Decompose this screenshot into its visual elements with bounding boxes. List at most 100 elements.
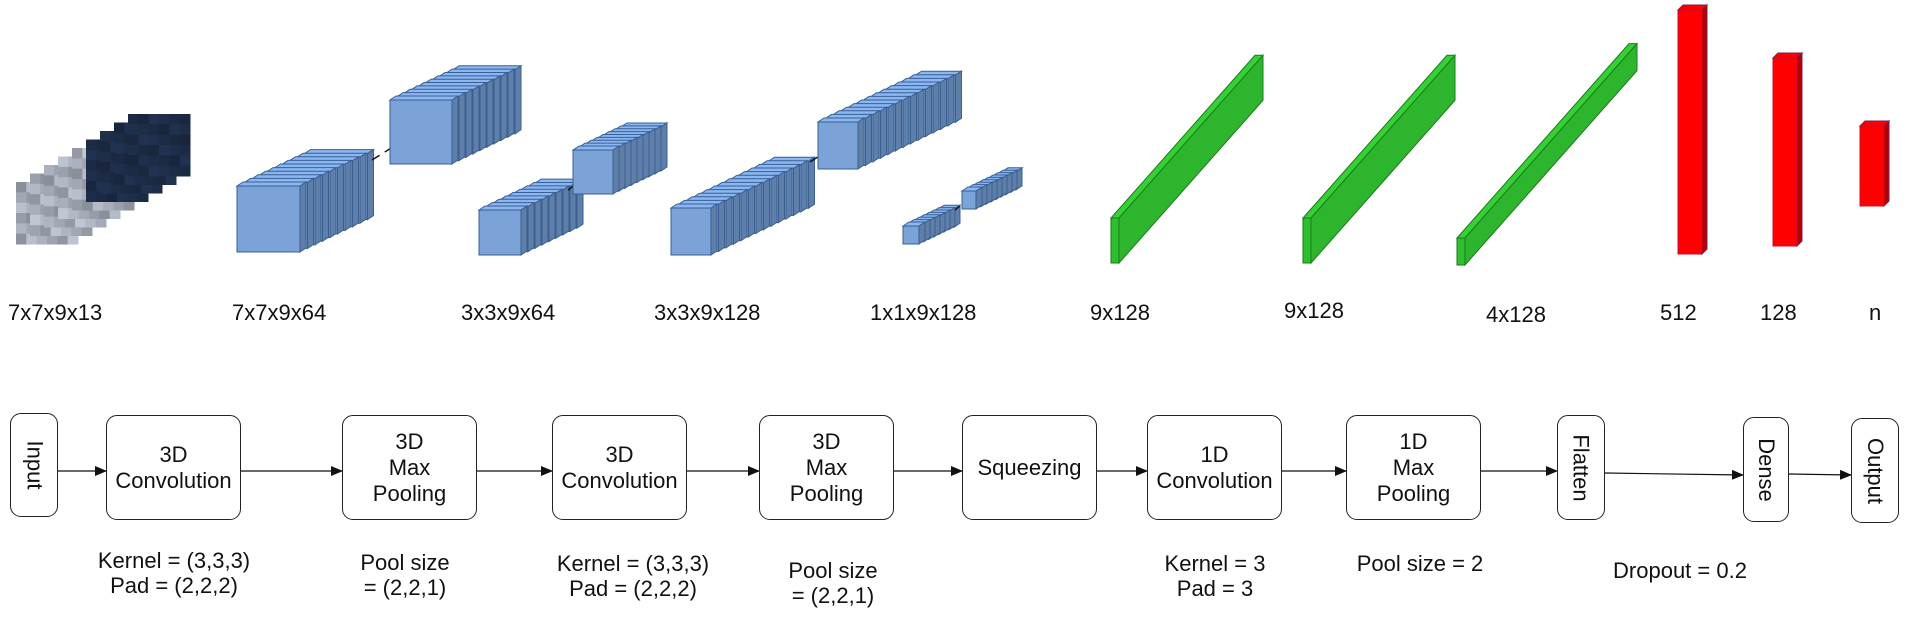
input-slice-7-cell — [155, 174, 167, 185]
input-slice-5-cell — [86, 170, 97, 182]
input-slice-0-cell — [16, 182, 27, 193]
conv1d-box[interactable]: 1D Convolution — [1147, 415, 1282, 520]
input-slice-8-cell — [138, 155, 150, 167]
maxpool3d-label-1: 3D Max Pooling — [372, 428, 447, 506]
conv3d-box-1[interactable]: 3D Convolution — [106, 415, 241, 520]
input-slice-8-cell — [128, 145, 139, 156]
flatten-box[interactable]: Flatten — [1557, 415, 1605, 520]
input-slice-4-cell — [72, 148, 83, 159]
input-slice-6-cell — [100, 131, 111, 142]
input-slice-8-cell — [148, 165, 160, 177]
maxpool1d-box[interactable]: 1D Max Pooling — [1346, 415, 1481, 520]
maxpool1d-params: Pool size = 2 — [1356, 551, 1484, 576]
architecture-illustration — [16, 3, 1891, 267]
dim-label-dense-128: 128 — [1760, 300, 1797, 325]
input-slice-0-cell — [36, 233, 48, 245]
input-slice-2-cell — [44, 216, 55, 228]
input-slice-8-cell — [128, 124, 139, 136]
dim-label-conv3d-2: 3x3x9x128 — [654, 300, 761, 325]
input-slice-8-cell — [179, 134, 191, 146]
dim-label-conv3d-1: 7x7x9x64 — [232, 300, 327, 325]
input-slice-8-cell — [159, 145, 170, 156]
conv3d-2-params: Kernel = (3,3,3) Pad = (2,2,2) — [556, 551, 710, 601]
input-slice-8-cell — [138, 114, 150, 125]
input-slice-1-cell — [50, 225, 62, 236]
input-slice-6-cell — [151, 182, 163, 194]
input-slice-5-cell — [86, 160, 97, 171]
input-slice-4-cell — [72, 179, 83, 190]
input-slice-4-cell — [72, 158, 83, 170]
input-slice-2-cell — [95, 216, 107, 228]
input-slice-8-cell — [159, 114, 170, 125]
maxpool3d-2-params: Pool size = (2,2,1) — [788, 558, 878, 608]
input-slice-0-cell — [57, 233, 69, 245]
output-box[interactable]: Output — [1851, 418, 1899, 523]
dim-label-squeeze: 9x128 — [1090, 300, 1150, 325]
input-slice-8-cell — [169, 145, 181, 156]
conv3d-2-kernel-slice-0-front — [817, 121, 859, 170]
input-slice-7-cell — [114, 122, 125, 134]
input-slice-8-cell — [159, 165, 170, 177]
input-slice-1-cell — [30, 194, 41, 205]
conv1d-bar-end — [1302, 217, 1312, 264]
input-box[interactable]: Input — [10, 413, 58, 517]
input-slice-8-cell — [169, 165, 181, 177]
input-slice-4-cell — [103, 199, 114, 211]
input-slice-8-cell — [179, 165, 191, 177]
input-slice-7-cell — [124, 174, 136, 185]
maxpool3d-label-2: 3D Max Pooling — [789, 428, 864, 506]
input-slice-6-cell — [100, 151, 111, 163]
input-slice-6-cell — [110, 182, 122, 194]
squeeze-bar-end — [1110, 217, 1120, 264]
input-slice-6-cell — [100, 182, 111, 194]
input-slice-3-cell — [58, 177, 69, 188]
dense-512-bar-front — [1677, 9, 1703, 255]
input-slice-8-cell — [128, 165, 139, 177]
input-slice-3-cell — [58, 156, 69, 168]
input-slice-6-cell — [100, 162, 111, 173]
conv3d-label-2: 3D Convolution — [561, 441, 678, 493]
input-slice-8-cell — [169, 114, 181, 125]
maxpool3d-1-params: Pool size = (2,2,1) — [360, 550, 450, 600]
input-slice-0-cell — [16, 233, 27, 245]
input-slice-8-cell — [179, 124, 191, 136]
squeezing-label: Squeezing — [977, 454, 1082, 480]
input-slice-5-cell — [86, 149, 97, 161]
input-slice-8-cell — [169, 124, 181, 136]
dense-box[interactable]: Dense — [1743, 417, 1789, 522]
input-slice-6-cell — [100, 141, 111, 153]
input-slice-3-cell — [99, 208, 111, 219]
input-slice-3-cell — [58, 197, 69, 209]
input-slice-2-cell — [44, 175, 55, 187]
input-slice-1-cell — [30, 173, 41, 185]
maxpool3d-box-1[interactable]: 3D Max Pooling — [342, 415, 477, 520]
conv3d-box-2[interactable]: 3D Convolution — [552, 415, 687, 520]
input-slice-8-cell — [138, 134, 150, 146]
input-slice-1-cell — [81, 225, 93, 236]
input-slice-8-cell — [148, 155, 160, 167]
input-slice-0-cell — [67, 233, 79, 245]
input-slice-8-cell — [159, 124, 170, 136]
input-slice-3-cell — [89, 208, 100, 219]
maxpool1d-label: 1D Max Pooling — [1376, 428, 1451, 506]
input-slice-7-cell — [145, 174, 156, 185]
input-slice-8-cell — [138, 165, 150, 177]
input-slice-0-cell — [26, 233, 38, 245]
input-slice-8-cell — [179, 114, 191, 125]
input-slice-7-cell — [114, 143, 125, 154]
maxpool3d-box-2[interactable]: 3D Max Pooling — [759, 415, 894, 520]
conv1d-label: 1D Convolution — [1156, 441, 1273, 493]
output-n-bar-front — [1859, 125, 1885, 207]
input-slice-6-cell — [120, 182, 132, 194]
input-slice-0-cell — [16, 202, 27, 214]
input-slice-3-cell — [58, 166, 69, 178]
input-slice-5-cell — [86, 191, 97, 202]
input-slice-8-cell — [128, 155, 139, 167]
input-slice-5-cell — [137, 191, 149, 202]
input-slice-7-cell — [114, 132, 125, 144]
input-slice-8-cell — [179, 145, 191, 156]
input-slice-7-cell — [165, 174, 177, 185]
squeezing-box[interactable]: Squeezing — [962, 415, 1097, 520]
input-slice-8-cell — [148, 114, 160, 125]
